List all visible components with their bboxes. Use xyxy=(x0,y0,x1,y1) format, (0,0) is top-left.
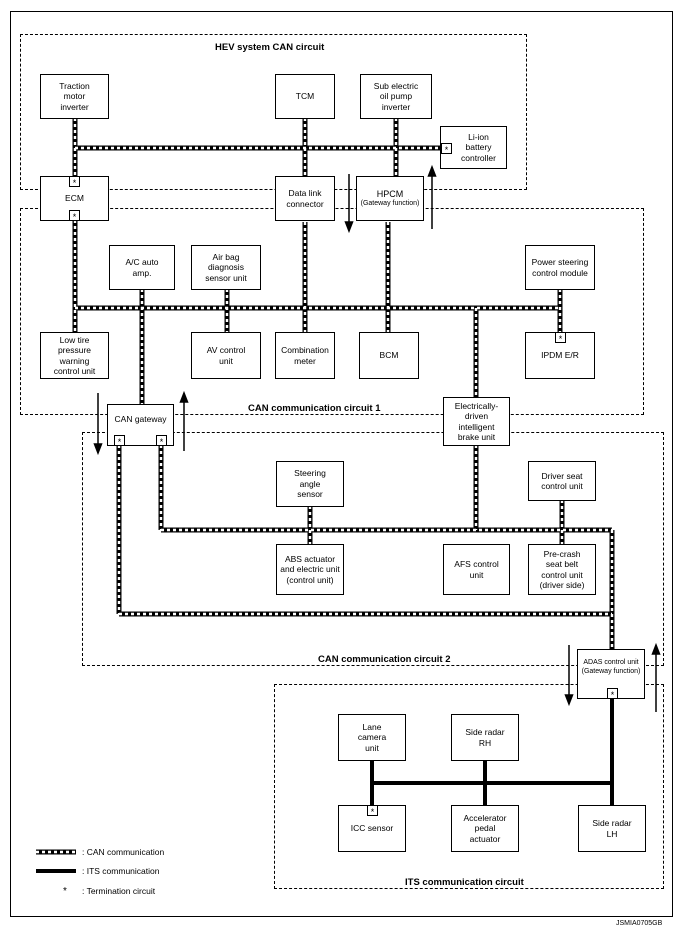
termination-circuit-mark: * xyxy=(367,805,378,817)
hpcm-gateway-function: (Gateway function) xyxy=(360,200,420,208)
hpcm-box: HPCM (Gateway function) xyxy=(356,176,424,221)
lane-camera-unit-box: Lane camera unit xyxy=(338,714,406,761)
pre-crash-seat-belt-control-unit-box: Pre-crash seat belt control unit (driver… xyxy=(528,544,596,595)
legend-termination-circuit: : Termination circuit xyxy=(82,886,156,896)
termination-circuit-mark: * xyxy=(69,210,80,222)
electrically-driven-intelligent-brake-unit-box: Electrically- driven intelligent brake u… xyxy=(443,397,510,446)
termination-circuit-mark: * xyxy=(441,143,452,155)
ac-auto-amp-box: A/C auto amp. xyxy=(109,245,175,290)
region-title-its: ITS communication circuit xyxy=(405,877,524,888)
sub-electric-oil-pump-inverter-box: Sub electric oil pump inverter xyxy=(360,74,432,119)
data-link-connector-box: Data link connector xyxy=(275,176,335,221)
region-can-communication-circuit-2 xyxy=(82,432,664,666)
abs-actuator-and-electric-unit-box: ABS actuator and electric unit (control … xyxy=(276,544,344,595)
bcm-box: BCM xyxy=(359,332,419,379)
steering-angle-sensor-box: Steering angle sensor xyxy=(276,461,344,507)
hpcm-label: HPCM xyxy=(376,188,404,199)
gateway-arrows xyxy=(93,164,661,712)
legend-can-communication: : CAN communication xyxy=(82,847,165,857)
region-title-can2: CAN communication circuit 2 xyxy=(318,654,451,665)
legend-lines xyxy=(36,849,76,873)
ipdm-er-box: IPDM E/R xyxy=(525,332,595,379)
can-wires xyxy=(72,118,615,650)
combination-meter-box: Combination meter xyxy=(275,332,335,379)
side-radar-lh-box: Side radar LH xyxy=(578,805,646,852)
traction-motor-inverter-box: Traction motor inverter xyxy=(40,74,109,119)
driver-seat-control-unit-box: Driver seat control unit xyxy=(528,461,596,501)
termination-circuit-mark: * xyxy=(607,688,618,700)
power-steering-control-module-box: Power steering control module xyxy=(525,245,595,290)
region-hev-system-can-circuit xyxy=(20,34,527,190)
termination-circuit-mark: * xyxy=(69,176,80,188)
figure-code: JSMIA0705GB xyxy=(616,920,663,927)
low-tire-pressure-warning-control-unit-box: Low tire pressure warning control unit xyxy=(40,332,109,379)
region-title-hev: HEV system CAN circuit xyxy=(215,42,325,53)
can-gateway-label: CAN gateway xyxy=(114,414,167,424)
afs-control-unit-box: AFS control unit xyxy=(443,544,510,595)
termination-circuit-mark: * xyxy=(114,435,125,447)
region-title-can1: CAN communication circuit 1 xyxy=(248,403,381,414)
accelerator-pedal-actuator-box: Accelerator pedal actuator xyxy=(451,805,519,852)
termination-circuit-mark: * xyxy=(555,332,566,344)
diagram-frame xyxy=(10,11,673,917)
its-wires xyxy=(370,698,614,806)
legend-termination-symbol: * xyxy=(63,886,67,897)
side-radar-rh-box: Side radar RH xyxy=(451,714,519,761)
tcm-box: TCM xyxy=(275,74,335,119)
termination-circuit-mark: * xyxy=(156,435,167,447)
legend-its-communication: : ITS communication xyxy=(82,866,160,876)
region-its-communication-circuit xyxy=(274,684,664,889)
air-bag-diagnosis-sensor-unit-box: Air bag diagnosis sensor unit xyxy=(191,245,261,290)
av-control-unit-box: AV control unit xyxy=(191,332,261,379)
